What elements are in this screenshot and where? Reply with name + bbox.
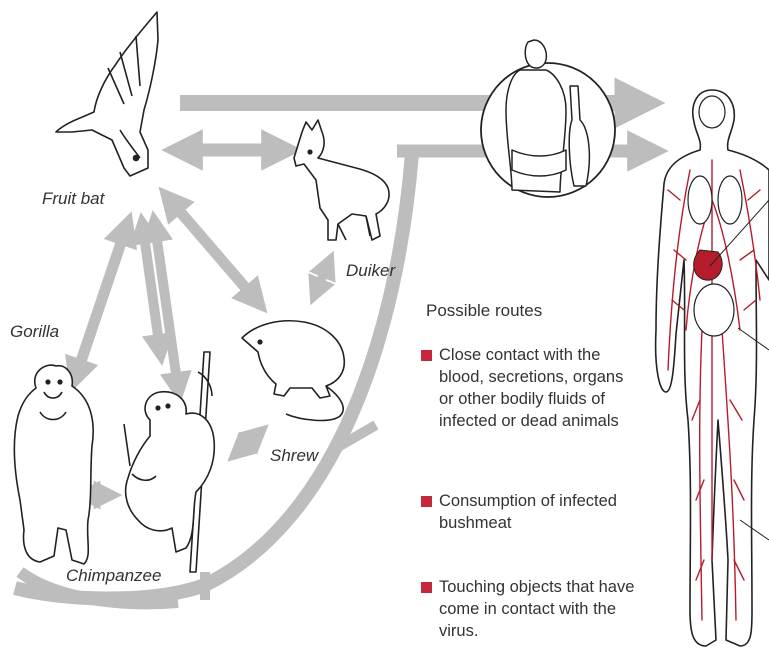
gorilla-illustration (14, 365, 93, 564)
route-item: Touching objects that have come in conta… (421, 576, 636, 642)
label-gorilla: Gorilla (10, 322, 59, 342)
hunter-with-bushmeat-illustration (481, 40, 615, 197)
label-chimpanzee: Chimpanzee (66, 566, 161, 586)
label-fruit-bat: Fruit bat (42, 189, 104, 209)
route-text: Consumption of infected bushmeat (439, 490, 636, 534)
route-item: Close contact with the blood, secretions… (421, 344, 636, 432)
shrew-illustration (242, 321, 344, 421)
arrow-bat-gorilla (76, 228, 126, 376)
chimpanzee-illustration (124, 352, 214, 572)
label-shrew: Shrew (270, 446, 318, 466)
route-text: Touching objects that have come in conta… (439, 576, 636, 642)
fruit-bat-illustration (56, 12, 158, 176)
duiker-illustration (294, 120, 389, 240)
red-square-bullet (421, 496, 432, 507)
label-duiker: Duiker (346, 261, 395, 281)
arrow-chimp-shrew (238, 434, 258, 452)
red-square-bullet (421, 350, 432, 361)
arrow-bat-shrew (170, 200, 256, 300)
red-square-bullet (421, 582, 432, 593)
routes-heading: Possible routes (426, 301, 542, 321)
route-item: Consumption of infected bushmeat (421, 490, 636, 534)
arrow-duiker-shrew (316, 264, 328, 292)
human-body-circulatory-illustration (656, 90, 769, 646)
route-text: Close contact with the blood, secretions… (439, 344, 636, 432)
